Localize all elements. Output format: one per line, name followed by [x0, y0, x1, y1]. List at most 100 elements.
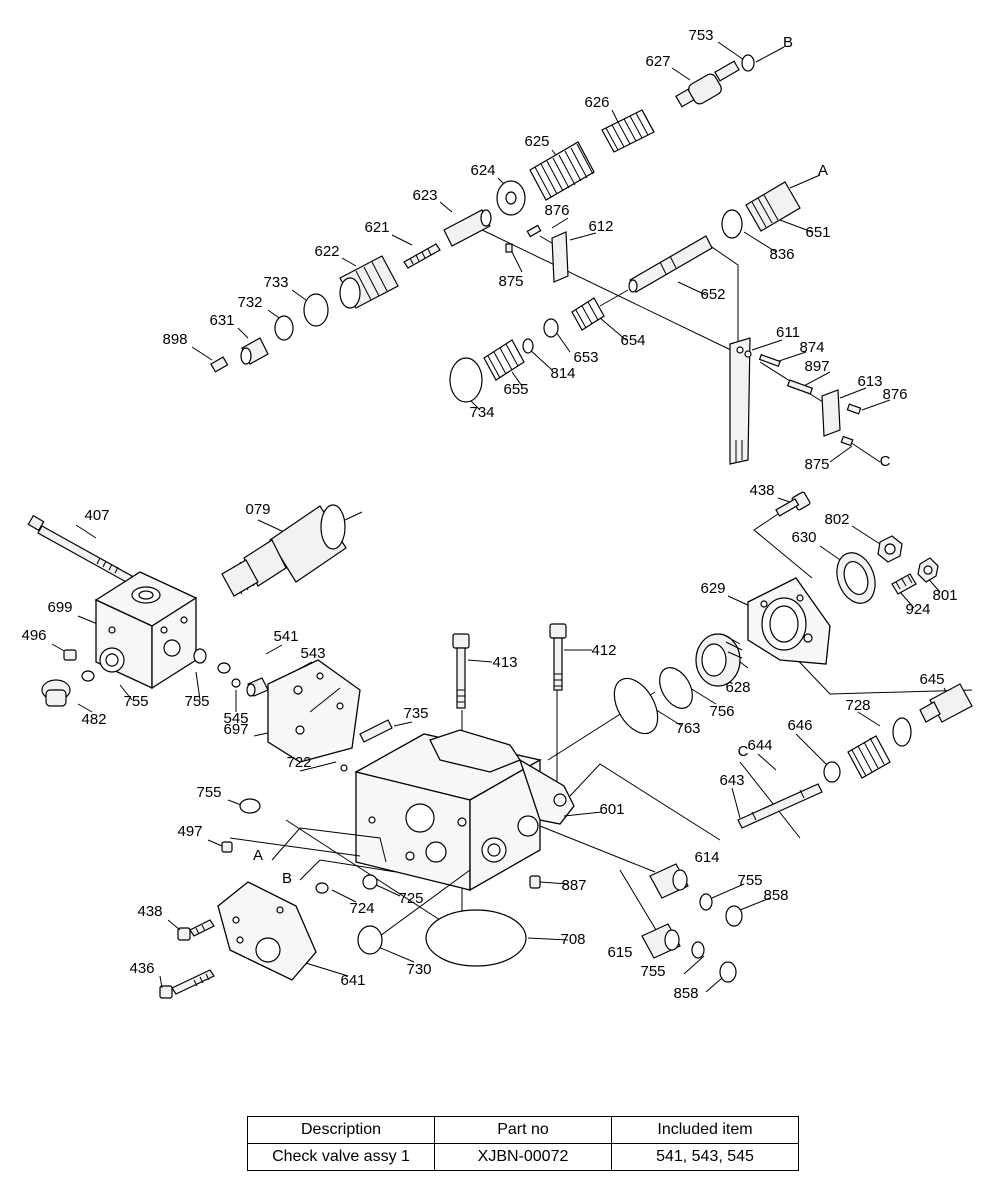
part-label-l615: 615: [607, 944, 632, 961]
part-label-l407: 407: [84, 507, 109, 524]
piston-651: [745, 181, 801, 232]
spring-655: [483, 339, 525, 381]
oring-755-body: [239, 798, 261, 814]
part-label-l497: 497: [177, 823, 202, 840]
part-label-l898: 898: [162, 331, 187, 348]
part-label-l876a: 876: [544, 202, 569, 219]
pin-875-lower: [840, 435, 854, 447]
part-label-lB1: B: [783, 34, 793, 51]
oring-728: [892, 717, 912, 747]
part-label-l697: 697: [223, 721, 248, 738]
part-label-l614: 614: [694, 849, 719, 866]
part-label-l755a: 755: [123, 693, 148, 710]
oring-753: [741, 54, 755, 72]
part-label-l858a: 858: [763, 887, 788, 904]
oring-755-left-a: [81, 670, 95, 682]
pin-897: [786, 379, 814, 395]
part-label-l625: 625: [524, 133, 549, 150]
solenoid-079: [221, 504, 363, 597]
oring-756: [659, 667, 693, 709]
part-label-l734: 734: [469, 404, 494, 421]
bolt-413: [452, 633, 470, 709]
oring-763: [613, 677, 659, 735]
lever-611: [729, 337, 752, 465]
part-label-l732: 732: [237, 294, 262, 311]
shaft-643: [737, 783, 823, 829]
part-label-l699: 699: [47, 599, 72, 616]
spring-646: [847, 735, 891, 779]
part-label-l436: 436: [129, 960, 154, 977]
part-label-l763: 763: [675, 720, 700, 737]
part-label-l724: 724: [349, 900, 374, 917]
part-label-l624: 624: [470, 162, 495, 179]
main-body-601: [354, 623, 603, 930]
oring-732: [274, 315, 294, 341]
part-label-l622: 622: [314, 243, 339, 260]
left-assembly: [27, 504, 363, 713]
exploded-parts-diagram: 753B627626625624A62387661265162183662287…: [21, 27, 973, 1002]
part-label-l836: 836: [769, 246, 794, 263]
plug-497: [221, 841, 233, 853]
part-label-l627: 627: [645, 53, 670, 70]
part-label-l755b: 755: [184, 693, 209, 710]
part-label-l651: 651: [805, 224, 830, 241]
plug-482: [41, 679, 71, 707]
bolt-407: [27, 514, 133, 584]
pin-898: [210, 356, 229, 373]
part-label-l644: 644: [747, 737, 772, 754]
part-label-lC2: C: [738, 743, 749, 760]
cover-641: [217, 881, 317, 981]
parts-table: Description Part no Included item Check …: [247, 1116, 799, 1171]
part-label-l875b: 875: [804, 456, 829, 473]
bracket-612: [551, 231, 569, 283]
part-label-l626: 626: [584, 94, 609, 111]
part-label-l924: 924: [905, 601, 930, 618]
bolt-438-left: [177, 919, 215, 941]
pin-874: [758, 353, 781, 368]
part-label-l601: 601: [599, 801, 624, 818]
part-label-l645: 645: [919, 671, 944, 688]
part-label-l801: 801: [932, 587, 957, 604]
header-included-item: Included item: [611, 1116, 799, 1144]
part-label-l545: 545: [223, 710, 248, 727]
part-label-l631: 631: [209, 312, 234, 329]
bracket-613: [821, 389, 841, 437]
bolt-438-right: [775, 491, 811, 517]
part-label-l646: 646: [787, 717, 812, 734]
part-label-l858b: 858: [673, 985, 698, 1002]
spring-626: [601, 109, 655, 153]
upper-parts: [210, 54, 862, 465]
part-label-l482: 482: [81, 711, 106, 728]
oring-755-right-a: [699, 893, 713, 911]
pin-876-lower: [846, 403, 862, 415]
plug-615: [641, 923, 681, 959]
spring-625: [529, 141, 595, 201]
oring-734: [449, 357, 483, 403]
cell-part-no: XJBN-00072: [434, 1143, 612, 1171]
part-label-l887: 887: [561, 877, 586, 894]
leader-lines-upper: [191, 41, 891, 463]
valve-697: [267, 659, 361, 763]
part-label-l623: 623: [412, 187, 437, 204]
oring-708: [425, 909, 527, 967]
part-label-l628: 628: [725, 679, 750, 696]
part-label-lA1: A: [818, 162, 828, 179]
header-description: Description: [247, 1116, 435, 1144]
part-label-l735: 735: [403, 705, 428, 722]
parts-table-header-row: Description Part no Included item: [247, 1116, 799, 1144]
oring-755-right-b: [691, 941, 705, 959]
part-label-l755e: 755: [640, 963, 665, 980]
spool-622: [339, 255, 399, 309]
cell-included-item: 541, 543, 545: [611, 1143, 799, 1171]
oring-733: [303, 293, 329, 327]
pin-876-upper: [526, 224, 542, 238]
part-label-l438b: 438: [137, 903, 162, 920]
shaft-652: [628, 235, 713, 293]
part-label-l875a: 875: [498, 273, 523, 290]
bolt-412: [549, 623, 567, 691]
oring-725: [362, 874, 378, 890]
pin-627: [675, 60, 740, 108]
part-label-l730: 730: [406, 961, 431, 978]
part-label-l733: 733: [263, 274, 288, 291]
